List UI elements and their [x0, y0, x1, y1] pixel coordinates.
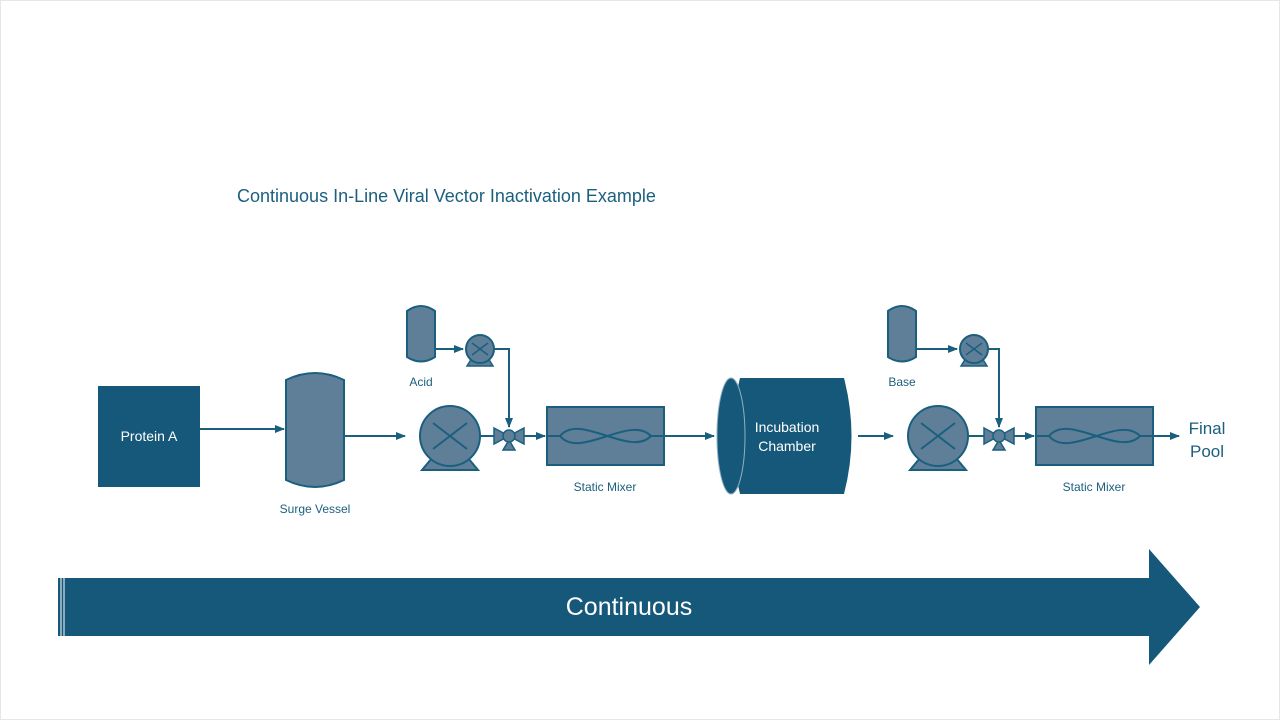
- acid-tank-icon: [406, 305, 436, 363]
- base-label: Base: [888, 375, 916, 389]
- surge-vessel-label: Surge Vessel: [280, 502, 351, 516]
- acid-mixing-valve-icon: [493, 426, 525, 451]
- incubation-chamber-label-line1: Incubation: [755, 419, 820, 435]
- feed-pump-icon: [419, 405, 481, 471]
- base-dosing-pump-icon: [959, 334, 989, 367]
- flow-line-acid-to-valve: [494, 348, 513, 428]
- static-mixer-1-label: Static Mixer: [574, 480, 637, 494]
- protein-a-label: Protein A: [121, 428, 178, 444]
- base-tank-icon: [887, 305, 917, 363]
- final-pool-label-line1: Final: [1189, 419, 1226, 438]
- final-pool-label-line2: Pool: [1190, 442, 1224, 461]
- base-mixing-valve-icon: [983, 426, 1015, 451]
- diagram-title: Continuous In-Line Viral Vector Inactiva…: [237, 186, 656, 206]
- incubation-chamber-icon: [716, 377, 852, 495]
- static-mixer-2-icon: [1035, 406, 1154, 466]
- static-mixer-2-label: Static Mixer: [1063, 480, 1126, 494]
- protein-a-block: [98, 386, 200, 487]
- flow-line-base-to-valve: [988, 348, 1003, 428]
- surge-vessel-icon: [285, 372, 345, 488]
- acid-label: Acid: [409, 375, 432, 389]
- continuous-timeline-arrow: [58, 549, 1200, 665]
- timeline-label: Continuous: [566, 593, 692, 621]
- neutralization-pump-icon: [907, 405, 969, 471]
- static-mixer-1-icon: [546, 406, 665, 466]
- acid-dosing-pump-icon: [465, 334, 495, 367]
- incubation-chamber-label-line2: Chamber: [758, 438, 816, 454]
